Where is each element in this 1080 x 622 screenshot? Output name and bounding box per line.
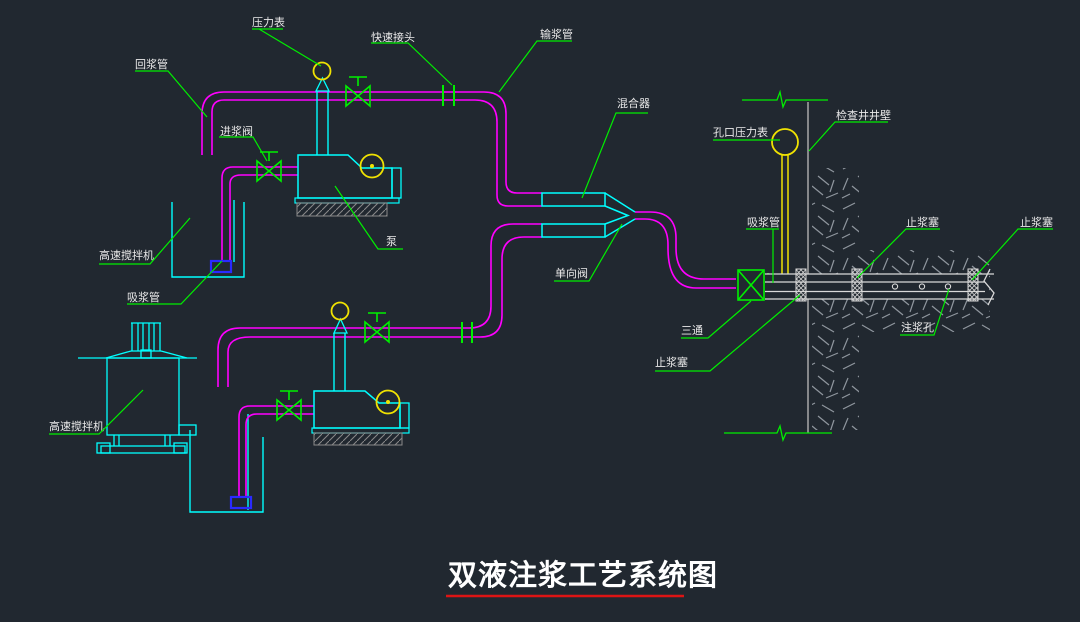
pipe-circuit1-outer	[201, 91, 542, 194]
svg-text:检查井井壁: 检查井井壁	[836, 108, 891, 122]
pipe-circuit2-outer	[217, 223, 542, 387]
pipe-suction2-a	[238, 405, 314, 497]
label-return-pipe: 回浆管	[135, 57, 208, 118]
drawing-title: 双液注浆工艺系统图	[446, 558, 718, 598]
grout-injection-pipe	[765, 268, 995, 306]
label-suction-pipe-1: 吸浆管	[127, 260, 223, 305]
label-high-speed-mixer-1: 高速搅拌机	[99, 217, 191, 265]
svg-text:回浆管: 回浆管	[135, 57, 168, 71]
label-mixer: 混合器	[581, 96, 650, 199]
grout-stop-plug-3-icon	[967, 268, 979, 302]
svg-text:吸浆管: 吸浆管	[127, 290, 160, 304]
svg-text:泵: 泵	[386, 235, 397, 248]
svg-text:吸浆管: 吸浆管	[747, 215, 780, 229]
pump-1-pulley-icon	[359, 153, 385, 179]
label-suction-pipe-2: 吸浆管	[746, 215, 780, 283]
label-pump: 泵	[334, 185, 403, 250]
svg-text:止浆塞: 止浆塞	[906, 215, 939, 229]
annotations: 压力表 快速接头 输浆管 回浆管 进浆阀 泵 高速搅拌机 吸浆管	[49, 15, 1053, 435]
section-break-line-bottom	[724, 423, 832, 443]
label-grout-stop-plug-3: 止浆塞	[971, 215, 1053, 281]
label-grout-hole: 注浆孔	[900, 288, 950, 336]
pipe-break-icon	[983, 268, 995, 306]
tee-fitting	[737, 269, 769, 301]
label-inlet-valve: 进浆阀	[219, 124, 268, 162]
svg-text:高速搅拌机: 高速搅拌机	[99, 248, 154, 262]
label-grout-stop-plug-2: 止浆塞	[856, 215, 940, 279]
grout-hole-icon	[918, 283, 926, 290]
label-check-valve: 单向阀	[554, 223, 623, 282]
svg-text:进浆阀: 进浆阀	[220, 124, 253, 138]
pipe-suction1-b	[229, 174, 298, 261]
svg-text:双液注浆工艺系统图: 双液注浆工艺系统图	[448, 558, 718, 592]
grout-pump-1	[294, 76, 402, 217]
pipe-suction2-b	[245, 413, 314, 497]
slurry-tank-1	[171, 202, 245, 278]
label-high-speed-mixer-2: 高速搅拌机	[49, 389, 144, 435]
label-quick-coupling: 快速接头	[371, 31, 453, 86]
label-orifice-pressure-gauge: 孔口压力表	[713, 125, 780, 141]
svg-text:快速接头: 快速接头	[371, 31, 415, 44]
pressure-gauge-1-icon	[312, 61, 332, 81]
grout-pump-2	[311, 317, 410, 446]
grout-stop-plug-2-icon	[851, 268, 863, 302]
high-speed-mixer-machine	[78, 322, 197, 454]
grout-stop-plug-1-icon	[795, 268, 807, 302]
svg-text:三通: 三通	[681, 324, 703, 337]
section-break-line-top	[742, 89, 828, 110]
valve-circuit1	[345, 76, 371, 108]
pump-2-base-hatch	[313, 432, 403, 446]
grout-hole-icon	[891, 283, 899, 290]
svg-text:单向阀: 单向阀	[555, 266, 588, 280]
inlet-valve-2	[276, 390, 302, 422]
pressure-gauge-2-icon	[330, 301, 350, 321]
quick-coupling-2-icon	[461, 322, 473, 343]
quick-coupling-1-icon	[442, 85, 455, 106]
svg-text:注浆孔: 注浆孔	[901, 320, 934, 334]
pipe-mixed-output-b	[635, 218, 736, 289]
pipe-suction1-a	[221, 166, 298, 261]
label-tee: 三通	[681, 300, 752, 339]
pipe-mixed-output-a	[635, 211, 736, 280]
svg-text:压力表: 压力表	[252, 15, 285, 29]
svg-text:高速搅拌机: 高速搅拌机	[49, 419, 104, 433]
label-delivery-pipe: 输浆管	[498, 27, 573, 93]
svg-text:孔口压力表: 孔口压力表	[713, 125, 768, 139]
svg-text:输浆管: 输浆管	[540, 27, 573, 41]
suction-foot-1	[209, 259, 233, 274]
label-inspection-well-wall: 检查井井壁	[808, 108, 891, 152]
inlet-valve-1	[256, 151, 282, 183]
suction-foot-2	[229, 495, 253, 510]
svg-text:止浆塞: 止浆塞	[1020, 215, 1053, 229]
label-pressure-gauge: 压力表	[252, 15, 322, 67]
valve-circuit2	[364, 312, 390, 344]
slurry-tank-2	[189, 430, 264, 513]
label-grout-stop-plug-1: 止浆塞	[655, 294, 801, 372]
static-mixer	[541, 192, 636, 238]
pump-1-base-hatch	[296, 202, 388, 217]
pipe-circuit1-inner	[211, 99, 542, 207]
orifice-pressure-gauge-icon	[771, 128, 799, 274]
svg-text:止浆塞: 止浆塞	[655, 355, 688, 369]
grout-hole-icon	[944, 283, 952, 290]
pipe-circuit2-inner	[227, 236, 542, 387]
svg-text:混合器: 混合器	[617, 96, 650, 110]
pump-2-pulley-icon	[375, 389, 401, 415]
